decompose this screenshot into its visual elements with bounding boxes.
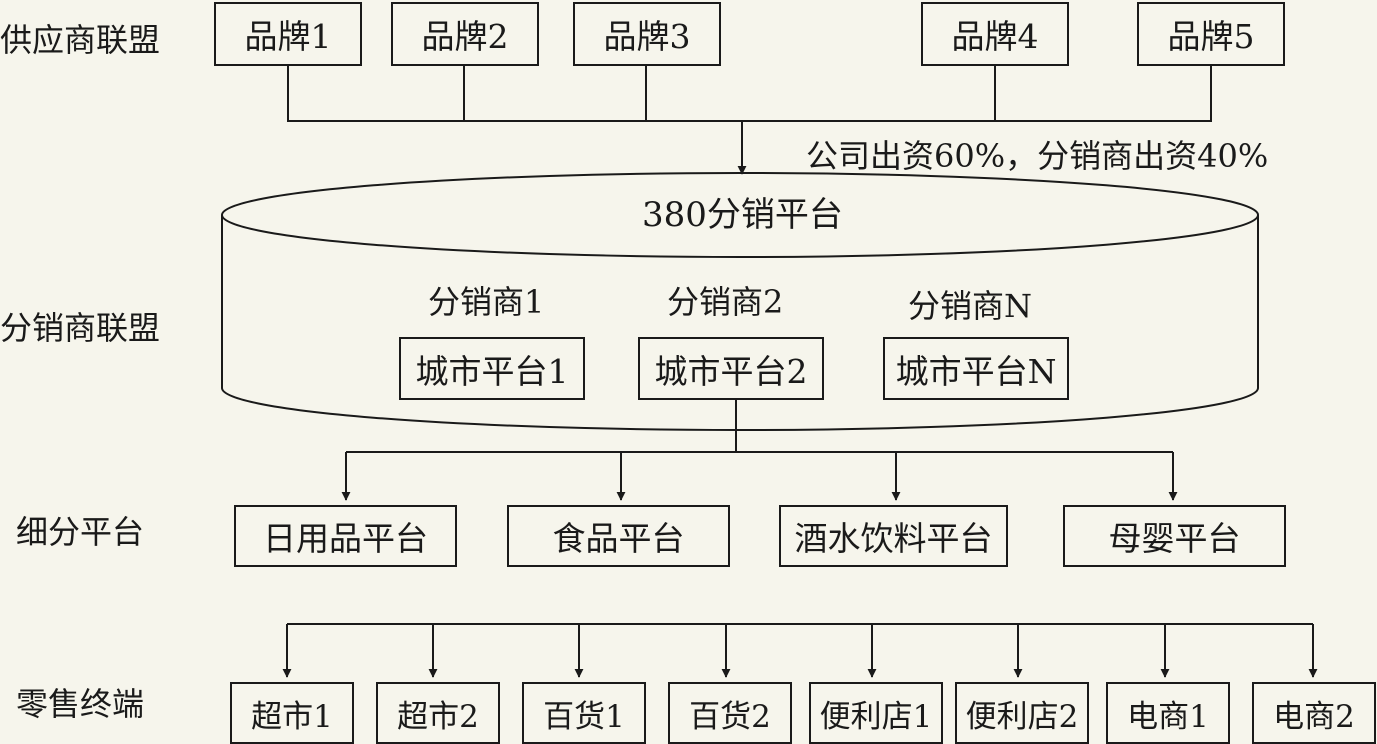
retail-terminal-box: 超市1 <box>230 682 354 744</box>
distributor-name: 分销商2 <box>667 283 784 321</box>
segment-platform-box: 母婴平台 <box>1063 505 1286 567</box>
tier-label-distributor: 分销商联盟 <box>0 309 161 347</box>
retail-terminal-box: 电商2 <box>1252 682 1376 744</box>
tier-label-supplier: 供应商联盟 <box>0 21 161 59</box>
brand-box: 品牌2 <box>391 2 539 66</box>
brand-box: 品牌1 <box>214 2 362 66</box>
city-platform-box: 城市平台N <box>883 337 1069 400</box>
retail-terminal-box: 便利店2 <box>955 682 1089 744</box>
platform-cylinder-bottom <box>221 387 1259 431</box>
brand-box: 品牌3 <box>573 2 721 66</box>
distributor-name: 分销商N <box>908 287 1033 325</box>
tier-label-segment: 细分平台 <box>16 513 145 551</box>
distributor-name: 分销商1 <box>428 283 545 321</box>
brand-box: 品牌4 <box>921 2 1069 66</box>
platform-title: 380分销平台 <box>642 195 843 235</box>
tier-label-retail: 零售终端 <box>16 685 145 723</box>
retail-terminal-box: 超市2 <box>376 682 500 744</box>
segment-platform-box: 日用品平台 <box>234 505 457 567</box>
brand-box: 品牌5 <box>1137 2 1285 66</box>
segment-platform-box: 食品平台 <box>507 505 730 567</box>
city-platform-box: 城市平台2 <box>638 337 824 400</box>
retail-terminal-box: 电商1 <box>1106 682 1230 744</box>
investment-note: 公司出资60%，分销商出资40% <box>806 137 1269 175</box>
city-platform-box: 城市平台1 <box>399 337 585 400</box>
retail-terminal-box: 百货1 <box>522 682 646 744</box>
segment-platform-box: 酒水饮料平台 <box>779 505 1008 567</box>
retail-terminal-box: 便利店1 <box>809 682 943 744</box>
retail-terminal-box: 百货2 <box>668 682 792 744</box>
